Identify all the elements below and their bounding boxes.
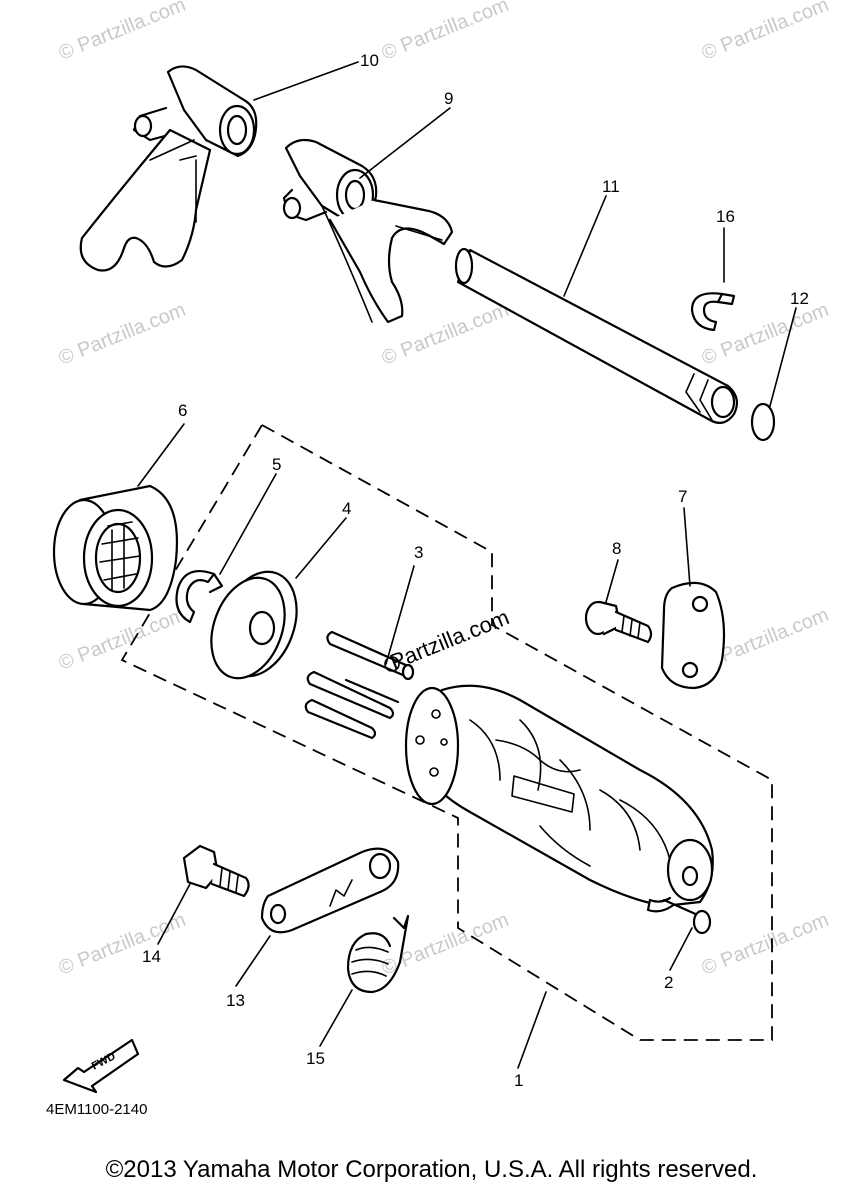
watermark: © Partzilla.com — [56, 299, 189, 370]
callout-numbers: 1 2 3 4 5 6 7 8 9 10 11 12 13 14 15 16 — [142, 51, 809, 1090]
callout-7: 7 — [678, 487, 687, 506]
leader-lines — [137, 61, 797, 1069]
diagram-code: 4EM1100-2140 — [46, 1101, 147, 1118]
callout-3: 3 — [414, 543, 423, 562]
shift-drum-1 — [404, 684, 714, 913]
callout-9: 9 — [444, 89, 453, 108]
callout-13: 13 — [226, 991, 245, 1010]
bearing-6 — [52, 484, 178, 612]
circlip-16 — [690, 292, 736, 332]
callout-12: 12 — [790, 289, 809, 308]
callout-2: 2 — [664, 973, 673, 992]
circlip-5 — [175, 570, 224, 624]
callout-14: 14 — [142, 947, 161, 966]
o-ring-12 — [750, 402, 776, 442]
plate-7 — [660, 581, 726, 690]
callout-8: 8 — [612, 539, 621, 558]
callout-11: 11 — [602, 177, 620, 196]
callout-16: 16 — [716, 207, 735, 226]
watermark: © Partzilla.com — [699, 909, 832, 980]
fwd-arrow: FWD — [62, 1038, 140, 1094]
watermark: © Partzilla.com — [699, 0, 832, 65]
watermark: © Partzilla.com — [56, 604, 189, 675]
callout-5: 5 — [272, 455, 281, 474]
callout-10: 10 — [360, 51, 379, 70]
watermark: © Partzilla.com — [56, 909, 189, 980]
bolt-14 — [182, 844, 250, 898]
watermark-main-symbol — [384, 656, 400, 672]
shift-fork-10 — [79, 65, 258, 272]
callout-1: 1 — [514, 1071, 523, 1090]
copyright-notice: ©2013 Yamaha Motor Corporation, U.S.A. A… — [105, 1156, 758, 1183]
callout-15: 15 — [306, 1049, 325, 1068]
shift-lever-13 — [260, 847, 400, 934]
shift-fork-9 — [282, 138, 454, 324]
callout-4: 4 — [342, 499, 351, 518]
watermark: © Partzilla.com — [379, 909, 512, 980]
callout-6: 6 — [178, 401, 187, 420]
guide-bar-11 — [454, 247, 739, 425]
assembly-boundary — [120, 423, 773, 1041]
dowel-pins-3 — [304, 630, 415, 740]
watermark: © Partzilla.com — [56, 0, 189, 65]
pin-2 — [662, 898, 712, 935]
torsion-spring-15 — [346, 914, 410, 994]
screw-8 — [584, 600, 653, 644]
watermark-main: Partzilla.com — [387, 604, 513, 674]
watermark: © Partzilla.com — [379, 0, 512, 65]
washer-4 — [210, 570, 298, 680]
watermark: © Partzilla.com — [699, 299, 832, 370]
